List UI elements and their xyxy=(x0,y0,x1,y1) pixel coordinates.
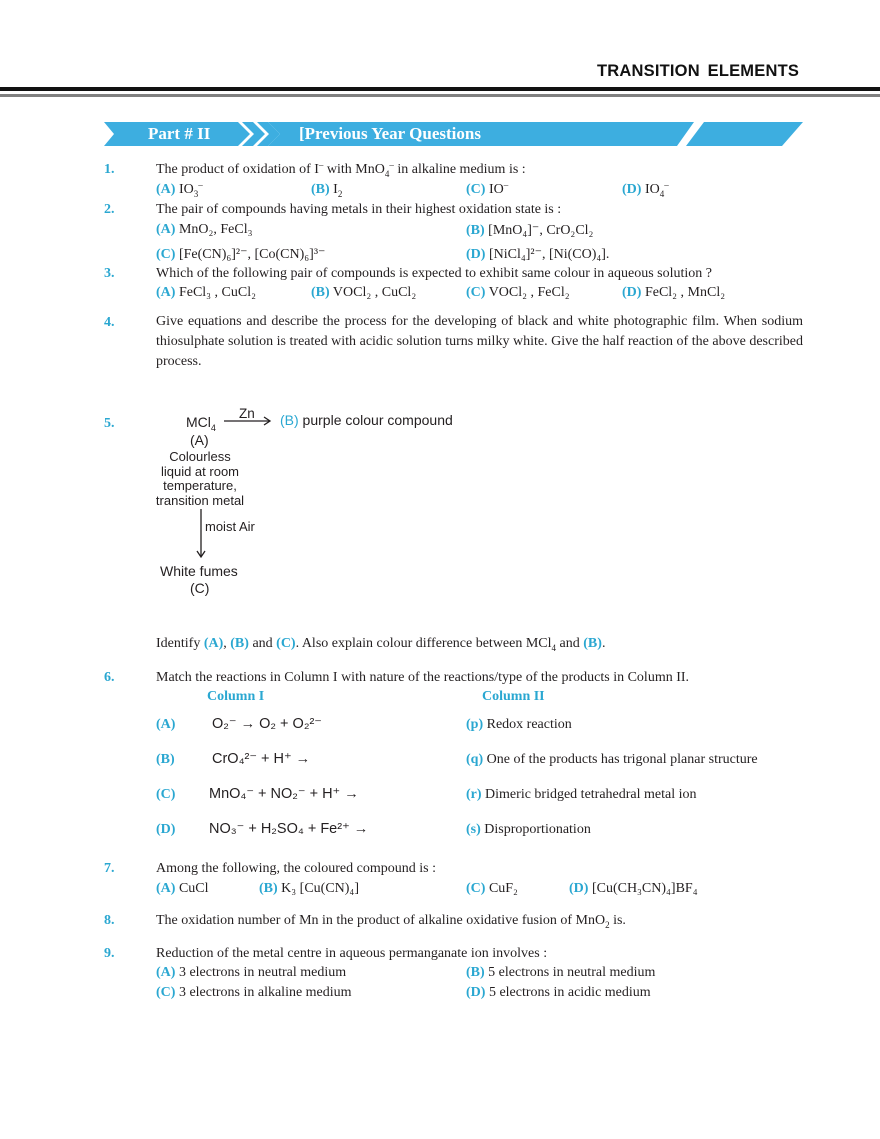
question-text: Which of the following pair of compounds… xyxy=(156,266,712,281)
question-text: The oxidation number of Mn in the produc… xyxy=(156,913,626,930)
question-number: 9. xyxy=(104,946,115,961)
option-b[interactable]: (B) K₃ [Cu(CN)₄] xyxy=(259,881,359,896)
option-a[interactable]: (A) CuCl xyxy=(156,881,209,896)
option-b[interactable]: (B) [MnO₄]⁻, CrO₂Cl₂ xyxy=(466,223,594,238)
down-arrow-icon xyxy=(196,509,206,559)
option-d[interactable]: (D) [Cu(CH₃CN)₄]BF₄ xyxy=(569,881,698,896)
question-number: 3. xyxy=(104,266,115,281)
reagent-zn: Zn xyxy=(239,406,255,421)
header-rule-thin xyxy=(0,94,880,97)
option-b[interactable]: (B) I2 xyxy=(311,182,343,199)
option-d[interactable]: (D) 5 electrons in acidic medium xyxy=(466,985,651,1000)
option-a[interactable]: (A) 3 electrons in neutral medium xyxy=(156,965,347,980)
reactant-description: Colourless liquid at room temperature, t… xyxy=(155,449,245,508)
question-text: Among the following, the coloured compou… xyxy=(156,861,436,876)
option-c[interactable]: (C) VOCl₂ , FeCl₂ xyxy=(466,285,570,300)
column-2-header: Column II xyxy=(482,689,545,704)
column-1-label-c: (C) xyxy=(156,787,176,802)
banner-section-label: [Previous Year Questions xyxy=(299,124,481,143)
question-number: 6. xyxy=(104,670,115,685)
option-c[interactable]: (C) 3 electrons in alkaline medium xyxy=(156,985,352,1000)
column-1-equation-a[interactable]: O₂⁻ → O₂ + O₂²⁻ xyxy=(212,716,322,732)
banner-part-label: Part # II xyxy=(148,124,211,143)
right-arrow-icon xyxy=(224,416,272,426)
question-number: 2. xyxy=(104,202,115,217)
question-text: Reduction of the metal centre in aqueous… xyxy=(156,946,548,961)
product-c-text: White fumes xyxy=(160,563,238,579)
question-text: The product of oxidation of I– with MnO4… xyxy=(156,159,526,179)
question-footer: Identify (A), (B) and (C). Also explain … xyxy=(156,636,606,653)
product-label-c: (C) xyxy=(190,580,210,596)
question-number: 1. xyxy=(104,162,115,177)
reagent-moist-air: moist Air xyxy=(205,519,255,534)
option-a[interactable]: (A) FeCl₃ , CuCl₂ xyxy=(156,285,256,300)
banner-main-shape xyxy=(268,122,694,146)
banner-tail-shape xyxy=(686,122,803,146)
option-c[interactable]: (C) IO– xyxy=(466,179,509,197)
column-1-equation-d[interactable]: NO₃⁻ + H₂SO₄ + Fe²⁺ → xyxy=(209,821,369,837)
option-b[interactable]: (B) 5 electrons in neutral medium xyxy=(466,965,656,980)
option-c[interactable]: (C) CuF₂ xyxy=(466,881,518,896)
option-d[interactable]: (D) IO4– xyxy=(622,179,669,199)
reactant-label-a: (A) xyxy=(190,432,209,448)
question-number: 5. xyxy=(104,416,115,431)
option-a[interactable]: (A) MnO₂, FeCl₃ xyxy=(156,222,253,237)
banner-chevron-1 xyxy=(242,122,265,146)
column-1-equation-c[interactable]: MnO₄⁻ + NO₂⁻ + H⁺ → xyxy=(209,786,359,802)
banner-chevron-2 xyxy=(257,122,280,146)
question-number: 7. xyxy=(104,861,115,876)
column-2-item-s[interactable]: (s) Disproportionation xyxy=(466,822,591,837)
question-number: 8. xyxy=(104,913,115,928)
option-b[interactable]: (B) VOCl₂ , CuCl₂ xyxy=(311,285,417,300)
column-1-label-d: (D) xyxy=(156,822,176,837)
column-2-item-r[interactable]: (r) Dimeric bridged tetrahedral metal io… xyxy=(466,787,697,802)
banner-part-shape xyxy=(104,122,250,146)
section-banner xyxy=(104,122,803,146)
page-header-title: TRANSITION ELEMENTS xyxy=(597,62,800,80)
option-a[interactable]: (A) IO3– xyxy=(156,179,203,199)
column-1-header: Column I xyxy=(207,689,265,704)
product-b: (B) purple colour compound xyxy=(280,412,453,428)
column-1-label-b: (B) xyxy=(156,752,175,767)
question-text: The pair of compounds having metals in t… xyxy=(156,202,562,217)
column-2-item-p[interactable]: (p) Redox reaction xyxy=(466,717,572,732)
option-c[interactable]: (C) [Fe(CN)₆]²⁻, [Co(CN)₆]³⁻ xyxy=(156,247,326,262)
header-rule-thick xyxy=(0,87,880,91)
reactant-formula: MCl4 xyxy=(186,414,216,433)
question-number: 4. xyxy=(104,315,115,330)
option-d[interactable]: (D) [NiCl₄]²⁻, [Ni(CO)₄]. xyxy=(466,247,610,262)
column-1-label-a: (A) xyxy=(156,717,176,732)
column-1-equation-b[interactable]: CrO₄²⁻ + H⁺ → xyxy=(212,751,311,767)
column-2-item-q[interactable]: (q) One of the products has trigonal pla… xyxy=(466,752,758,767)
option-d[interactable]: (D) FeCl₂ , MnCl₂ xyxy=(622,285,726,300)
question-text: Match the reactions in Column I with nat… xyxy=(156,670,690,685)
question-text: Give equations and describe the process … xyxy=(156,314,803,369)
